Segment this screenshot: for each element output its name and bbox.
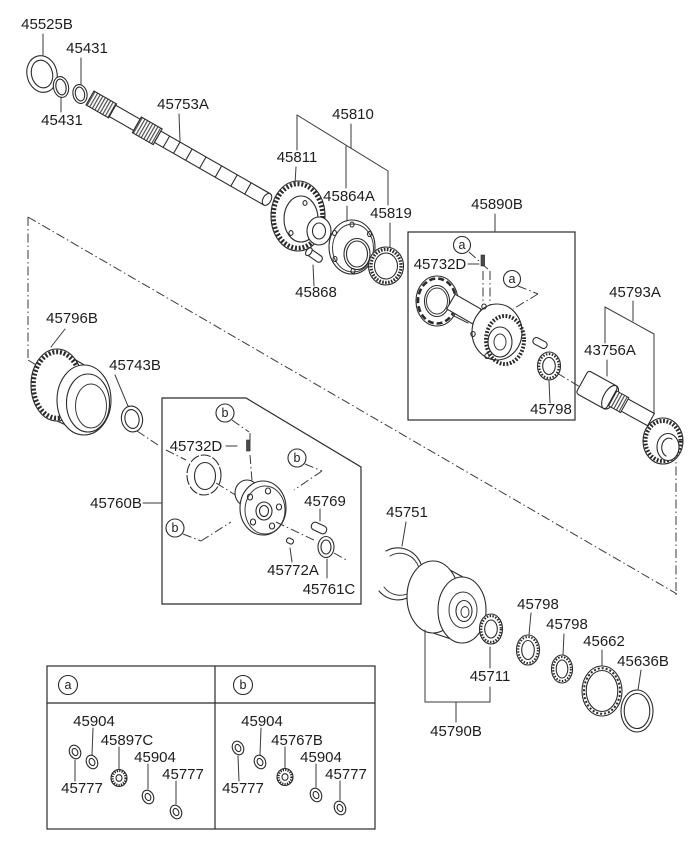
- label-45732d-a: 45732D: [414, 256, 467, 273]
- label-45751: 45751: [386, 504, 428, 521]
- part-45769-pin: [310, 521, 328, 535]
- nut-icon: [275, 767, 295, 787]
- washer-icon: [331, 798, 349, 818]
- washer-icon: [66, 742, 84, 762]
- label-45798-2: 45798: [546, 616, 588, 633]
- part-roll-pin: [532, 336, 548, 350]
- label-45732d-b: 45732D: [170, 438, 223, 455]
- callout-a-circle-1: [452, 235, 472, 255]
- part-45798-washer-a: [536, 351, 562, 381]
- washer-icon: [83, 752, 101, 772]
- label-43756a: 43756A: [584, 342, 636, 359]
- washer-icon: [167, 802, 185, 822]
- legend-a-label-45904-1: 45904: [73, 713, 115, 730]
- part-locknut: [415, 275, 459, 327]
- part-45793a-shaft-gear: [607, 390, 684, 465]
- part-45662-ring: [581, 665, 623, 717]
- washer-icon: [251, 752, 269, 772]
- part-diff-case: [445, 293, 526, 366]
- callout-b-2: b: [294, 451, 301, 465]
- legend-a-label-45897c: 45897C: [101, 732, 154, 749]
- legend-callout-b: b: [240, 678, 247, 692]
- label-45662: 45662: [583, 633, 625, 650]
- part-lock-ring: [186, 454, 222, 496]
- legend-b-label-45777-left: 45777: [222, 780, 264, 797]
- washer-icon: [139, 787, 157, 807]
- label-45796b: 45796B: [46, 310, 98, 327]
- label-45760b: 45760B: [90, 495, 142, 512]
- callout-b-3: b: [172, 521, 179, 535]
- label-45711: 45711: [470, 668, 511, 685]
- part-45811-gear: [270, 180, 332, 252]
- callout-a-1: a: [459, 238, 466, 252]
- group-45890b-box: [407, 231, 586, 421]
- callout-b-1: b: [222, 406, 229, 420]
- group-45760b-box: [161, 397, 362, 605]
- callout-b-circle-3: [165, 518, 185, 538]
- part-45790b-drum: [406, 560, 487, 644]
- part-hub: [234, 479, 287, 536]
- centerline-axes: [27, 216, 678, 595]
- label-45798-1: 45798: [517, 596, 559, 613]
- legend-callout-a-circle: [57, 674, 79, 696]
- part-45761c-washer: [317, 535, 335, 559]
- label-45753a: 45753A: [157, 96, 209, 113]
- callout-a-circle-2: [502, 269, 522, 289]
- legend-b-label-45767b: 45767B: [271, 732, 323, 749]
- label-45868: 45868: [295, 284, 337, 301]
- label-45793a: 45793A: [609, 284, 661, 301]
- part-45711-bearing: [478, 613, 504, 645]
- callout-b-circle-2: [287, 448, 307, 468]
- label-45810: 45810: [332, 106, 374, 123]
- legend-callout-a: a: [65, 678, 72, 692]
- label-45819: 45819: [370, 205, 412, 222]
- label-45772a: 45772A: [267, 562, 319, 579]
- label-45790b: 45790B: [430, 723, 482, 740]
- part-45636b-ring: [620, 689, 654, 733]
- part-45772a-pin: [285, 537, 295, 545]
- legend-a-label-45777-left: 45777: [61, 780, 103, 797]
- label-45525b: 45525B: [21, 16, 73, 33]
- part-45864a-flange: [328, 219, 376, 275]
- legend-b-label-45777-right: 45777: [325, 766, 367, 783]
- leader-lines: [42, 33, 655, 723]
- nut-icon: [109, 768, 129, 788]
- washer-icon: [229, 738, 247, 758]
- part-45431-oring-2: [72, 84, 88, 104]
- part-45431-oring-1: [52, 76, 70, 98]
- part-45525b-seal: [26, 55, 58, 93]
- label-45890b: 45890B: [471, 196, 523, 213]
- part-45868-pin: [305, 247, 323, 263]
- legend-table: [46, 665, 376, 830]
- part-45796b-drum-gear: [30, 348, 112, 436]
- part-45798-washer-1: [515, 634, 541, 666]
- callout-b-circle-1: [215, 403, 235, 423]
- callout-a-2: a: [509, 272, 516, 286]
- label-45811: 45811: [277, 149, 318, 166]
- label-45431-bottom: 45431: [41, 112, 83, 129]
- legend-callout-b-circle: [232, 674, 254, 696]
- legend-b-label-45904-1: 45904: [241, 713, 283, 730]
- part-43756a-bushing: [576, 370, 620, 410]
- part-45753a-shaft: [85, 90, 273, 206]
- part-45732d-pin-b: [246, 439, 251, 452]
- part-45819-race: [367, 246, 405, 286]
- legend-a-label-45904-2: 45904: [134, 749, 176, 766]
- legend-b-label-45904-2: 45904: [300, 749, 342, 766]
- label-45798-a: 45798: [530, 401, 572, 418]
- part-number-labels: 45525B 45431 45431 45753A 45810 45811 45…: [21, 16, 669, 797]
- part-45743b-ring: [120, 405, 144, 433]
- label-45761c: 45761C: [303, 581, 356, 598]
- part-45798-washer-2: [550, 654, 574, 684]
- label-45431-top: 45431: [66, 40, 108, 57]
- part-45732d-pin-a: [480, 254, 485, 267]
- label-45864a: 45864A: [323, 188, 375, 205]
- legend-a-label-45777-right: 45777: [162, 766, 204, 783]
- label-45636b: 45636B: [617, 653, 669, 670]
- label-45769: 45769: [304, 493, 346, 510]
- washer-icon: [307, 785, 325, 805]
- label-45743b: 45743B: [109, 357, 161, 374]
